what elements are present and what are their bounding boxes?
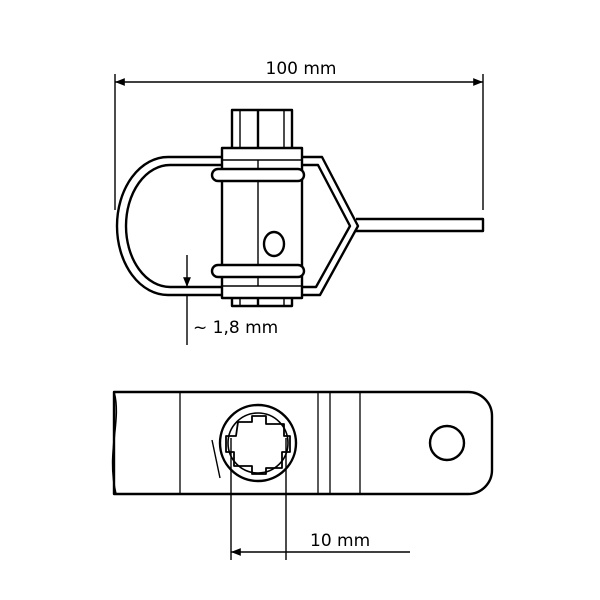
wire-loop-outer xyxy=(115,155,360,297)
dimension-bore-diameter xyxy=(230,438,410,560)
tensioner-side-view xyxy=(111,390,494,496)
side-body xyxy=(112,390,494,496)
rivet-bar-top xyxy=(210,167,306,183)
tensioner-top-view xyxy=(115,108,485,308)
tab-hole xyxy=(428,424,466,462)
rivet-bar-bottom xyxy=(210,263,306,279)
overall-length-label: 100 mm xyxy=(266,59,337,79)
wire-loop-inner xyxy=(124,163,352,289)
bore-diameter-label: 10 mm xyxy=(310,531,370,551)
shaft-hole xyxy=(262,230,286,258)
bore-cross-section xyxy=(211,403,298,483)
wire-thickness-label: ~ 1,8 mm xyxy=(193,318,278,338)
handle-tail xyxy=(356,217,485,233)
break-line xyxy=(111,391,118,495)
dimension-overall-length xyxy=(114,74,484,210)
